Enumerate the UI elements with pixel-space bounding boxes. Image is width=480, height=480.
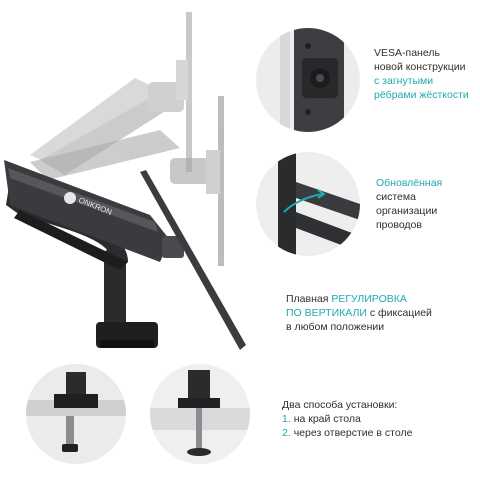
vesa-detail-image: [256, 28, 360, 132]
plain-text: система: [376, 191, 416, 203]
plain-text: Плавная: [286, 293, 332, 305]
mounting-option-label: на край стола: [293, 413, 361, 425]
monitor-panel: [140, 170, 246, 350]
cable-clip-icon: [278, 152, 360, 256]
text-line: организации: [376, 204, 442, 218]
desk-grommet-icon: [150, 370, 250, 456]
plain-text: новой конструкции: [374, 61, 466, 73]
mounting-option-1: 1. на край стола: [282, 412, 412, 426]
accent-text: ПО ВЕРТИКАЛИ: [286, 307, 367, 319]
accent-text: с загнутыми: [374, 75, 434, 87]
vesa-plate-icon: [280, 28, 344, 132]
plain-text: с фиксацией: [366, 307, 432, 319]
mounting-option-number: 2.: [282, 427, 291, 439]
plain-text: в любом положении: [286, 321, 385, 333]
text-line: новой конструкции: [374, 60, 469, 74]
desk-clamp-icon: [26, 372, 126, 452]
clamp-mount-image: [26, 364, 126, 464]
mounting-option-label: через отверстие в столе: [293, 427, 413, 439]
text-line: с загнутыми: [374, 74, 469, 88]
text-line: ПО ВЕРТИКАЛИ с фиксацией: [286, 306, 432, 320]
plain-text: VESA-панель: [374, 47, 440, 59]
mounting-option-2: 2. через отверстие в столе: [282, 426, 412, 440]
text-line: проводов: [376, 218, 442, 232]
accent-text: рёбрами жёсткости: [374, 89, 469, 101]
text-line: Плавная РЕГУЛИРОВКА: [286, 292, 432, 306]
ghost-arm-middle: [30, 96, 224, 266]
vesa-feature-text: VESA-панель новой конструкции с загнутыми р…: [374, 46, 469, 102]
cable-detail-image: [256, 152, 360, 256]
plain-text: организации: [376, 205, 438, 217]
plain-text: проводов: [376, 219, 422, 231]
text-line: система: [376, 190, 442, 204]
accent-text: Обновлённая: [376, 177, 443, 189]
mount-pole: [104, 250, 126, 330]
text-line: рёбрами жёсткости: [374, 88, 469, 102]
mounting-options: Два способа установки: 1. на край стола …: [282, 398, 412, 440]
tilt-head: [162, 236, 184, 258]
text-line: в любом положении: [286, 320, 432, 334]
mounting-title: Два способа установки:: [282, 399, 398, 411]
text-line: Обновлённая: [376, 176, 442, 190]
accent-text: РЕГУЛИРОВКА: [331, 293, 407, 305]
grommet-mount-image: [150, 364, 250, 464]
monitor-arm-illustration: ONKRON: [4, 12, 246, 350]
cable-feature-text: Обновлённая система организации проводов: [376, 176, 442, 232]
mounting-option-number: 1.: [282, 413, 291, 425]
text-line: VESA-панель: [374, 46, 469, 60]
